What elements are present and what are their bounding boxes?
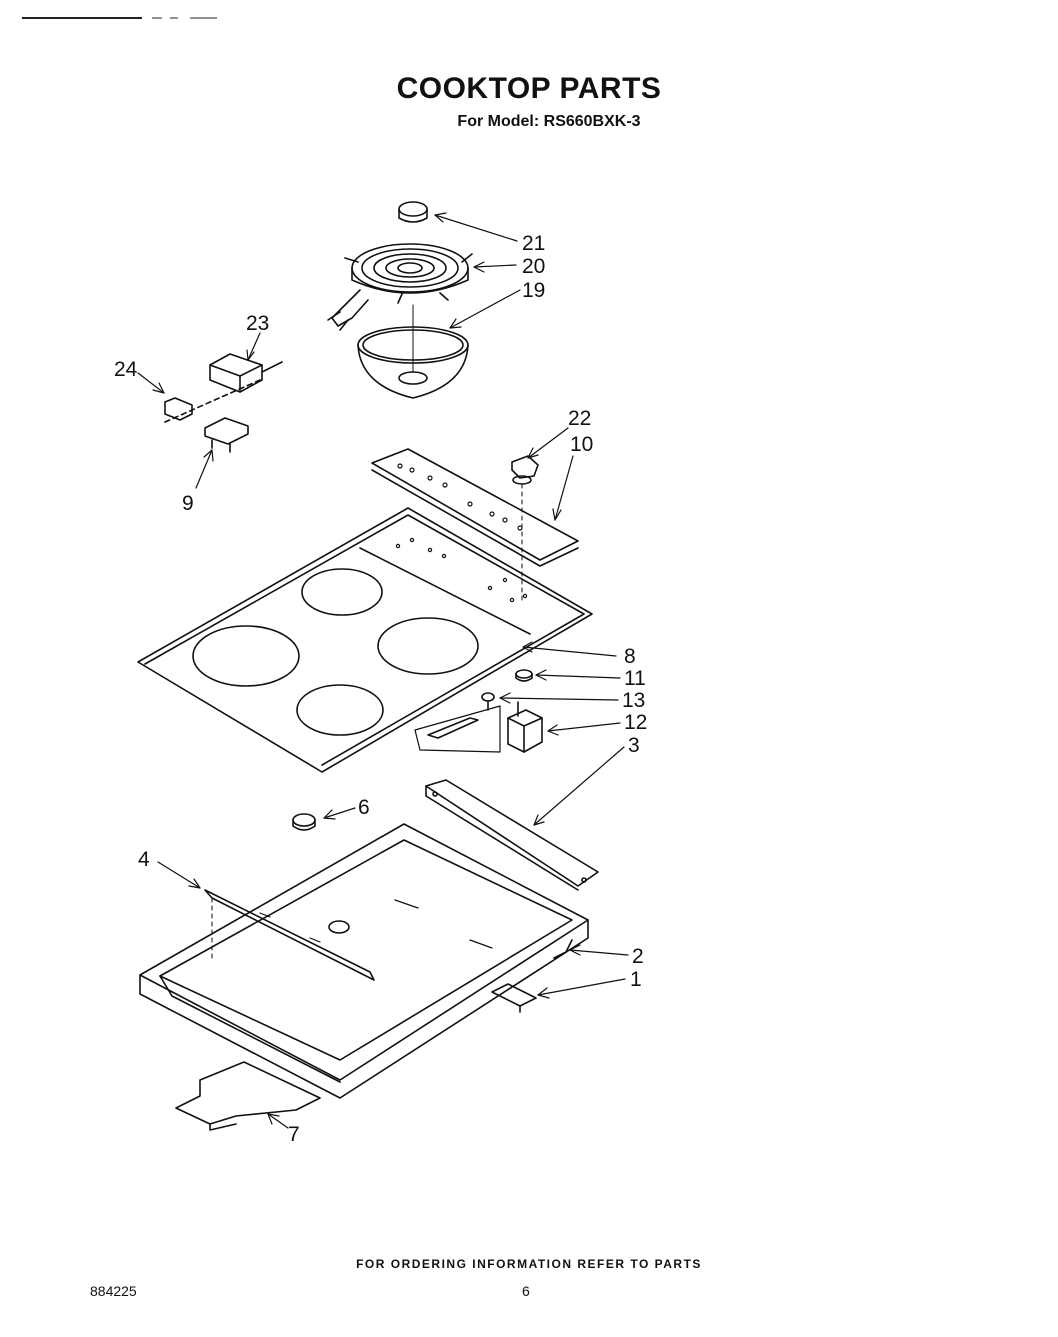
part-20-surface-element [327,243,473,331]
callout-23: 23 [246,312,269,335]
callout-11: 11 [624,667,646,690]
callout-8: 8 [624,645,636,668]
callout-22: 22 [568,407,591,430]
callout-24: 24 [114,358,138,381]
document-number: 884225 [90,1283,137,1299]
part-22-knob [511,455,539,601]
callout-19: 19 [522,279,545,302]
callout-7: 7 [288,1123,300,1146]
ordering-info-note: FOR ORDERING INFORMATION REFER TO PARTS [356,1257,702,1271]
callout-6: 6 [358,796,370,819]
callout-20: 20 [522,255,545,278]
part-6-grommet [292,813,316,831]
part-13-screw [481,692,495,711]
callout-2: 2 [632,945,644,968]
part-12-switch [414,701,543,753]
callout-3: 3 [628,734,640,757]
part-3-bracket [425,779,599,891]
part-11-spacer [515,669,533,682]
callout-21: 21 [522,232,545,255]
callout-10: 10 [570,433,593,456]
callout-4: 4 [138,848,150,871]
part-10-control-panel [371,448,579,567]
callout-9: 9 [182,492,194,515]
callout-1: 1 [630,968,642,991]
page-title: COOKTOP PARTS [396,72,662,105]
part-7-heat-shield [175,1061,321,1131]
callout-labels: 21 20 19 23 24 9 22 10 8 11 13 12 3 6 4 … [114,232,647,1146]
part-19-drip-pan [357,304,469,399]
part-1-bracket [491,983,537,1013]
leader-lines [137,212,629,1129]
page-number: 6 [522,1283,530,1299]
header-rule [22,17,217,19]
part-24-clip [164,379,261,423]
callout-13: 13 [622,689,645,712]
part-2-tray [139,823,589,1099]
part-9-bracket [204,417,249,453]
part-23-terminal-block [209,353,283,393]
callout-12: 12 [624,711,647,734]
part-4-crossbar [204,889,375,981]
part-8-cooktop [137,507,593,773]
part-21-cap [398,201,428,223]
model-subtitle: For Model: RS660BXK-3 [457,113,641,130]
